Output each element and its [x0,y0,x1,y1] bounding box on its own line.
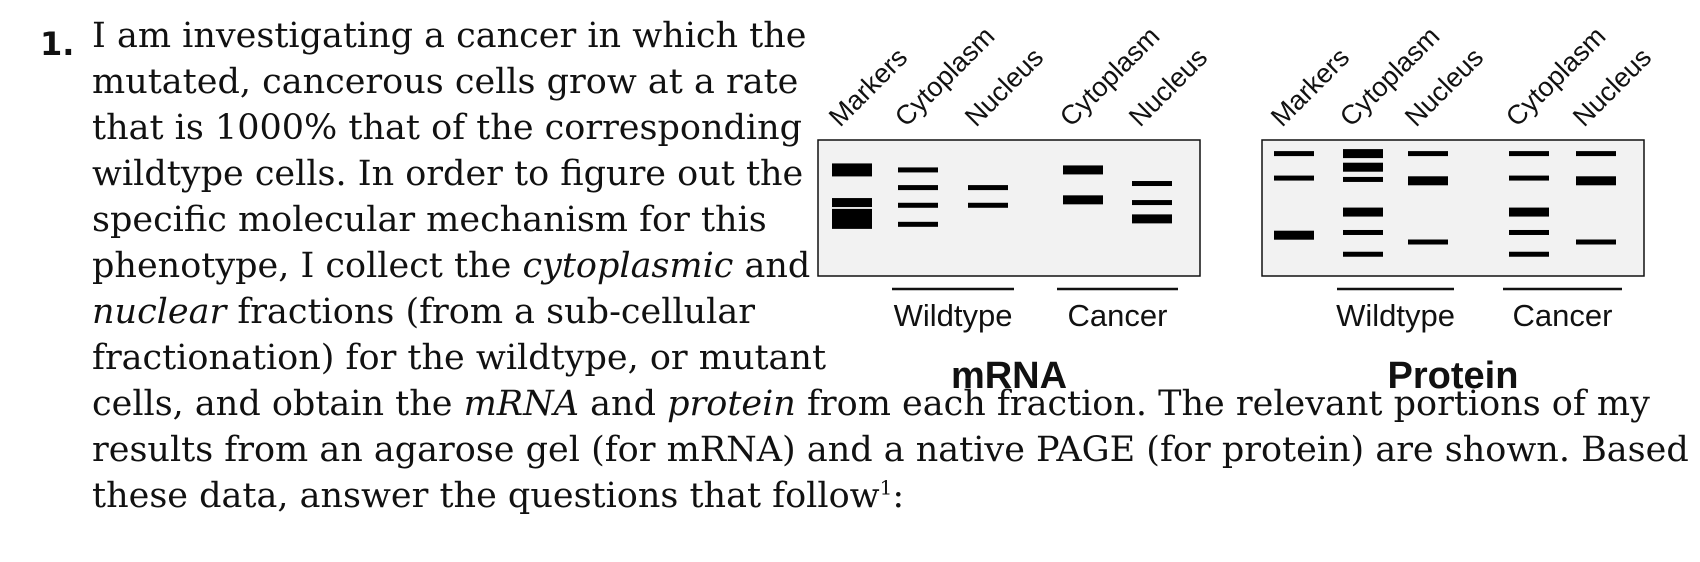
question-line: results from an agarose gel (for mRNA) a… [92,430,1700,470]
text-span: cells, and obtain the [92,384,464,424]
question-line: cells, and obtain the mRNA and protein f… [92,380,1650,428]
gel-band [832,208,872,229]
gel-band [1408,176,1448,186]
gel-band [898,202,938,208]
question-line: these data, answer the questions that fo… [92,472,904,520]
gel-band [1576,176,1616,186]
text-span: fractions (from a sub-cellular [226,292,755,332]
gel-band [1132,214,1172,224]
gel-band [1274,230,1314,240]
gel-band [1343,229,1383,235]
text-span: and [733,246,811,286]
gel-band [1343,176,1383,182]
gel-band [968,202,1008,208]
question-line: fractionation) for the wildtype, or muta… [92,338,827,378]
group-label: Wildtype [1336,298,1455,333]
question-line: I am investigating a cancer in which the [92,16,807,56]
gel-title: Protein [1388,355,1519,397]
question-line: wildtype cells. In order to figure out t… [92,154,804,194]
gel-band [1132,200,1172,206]
question-line: mutated, cancerous cells grow at a rate [92,62,799,102]
emphasis-cytoplasmic: cytoplasmic [522,246,734,286]
gel-band [1274,175,1314,181]
gel-band [898,167,938,173]
text-span: and [579,384,668,424]
gel-band [968,185,1008,191]
gel-band [832,198,872,208]
text-span: from each fraction. The relevant portion… [795,384,1650,424]
gel-title: mRNA [951,355,1067,397]
group-label: Cancer [1068,298,1168,333]
gel-band [1509,151,1549,157]
gel-band [832,163,872,177]
question-line: nuclear fractions (from a sub-cellular [92,288,755,336]
group-label: Wildtype [894,298,1013,333]
gel-band [898,221,938,227]
question-line: phenotype, I collect the cytoplasmic and [92,242,810,290]
gel-band [1509,251,1549,257]
gel-box [1261,139,1645,277]
text-span: phenotype, I collect the [92,246,523,286]
gel-band [1509,229,1549,235]
gel-band [1343,149,1383,159]
emphasis-mrna: mRNA [463,384,580,424]
emphasis-protein: protein [667,384,796,424]
gel-band [1274,151,1314,157]
question-line: that is 1000% that of the corresponding [92,108,803,148]
gel-band [1343,162,1383,172]
text-span: these data, answer the questions that fo… [92,476,880,516]
group-label: Cancer [1513,298,1613,333]
gel-band [898,185,938,191]
gel-band [1343,207,1383,217]
gel-band [1509,207,1549,217]
footnote-marker: 1 [879,475,893,500]
gel-band [1576,151,1616,157]
emphasis-nuclear: nuclear [92,292,227,332]
gel-band [1509,175,1549,181]
gel-band [1576,239,1616,245]
question-number: 1. [40,25,75,63]
gel-band [1408,151,1448,157]
gel-band [1408,239,1448,245]
gel-band [1063,165,1103,175]
gel-band [1343,251,1383,257]
text-span: : [892,476,905,516]
question-line: specific molecular mechanism for this [92,200,767,240]
gel-band [1132,181,1172,187]
gel-band [1063,195,1103,205]
gel-box [817,139,1201,277]
